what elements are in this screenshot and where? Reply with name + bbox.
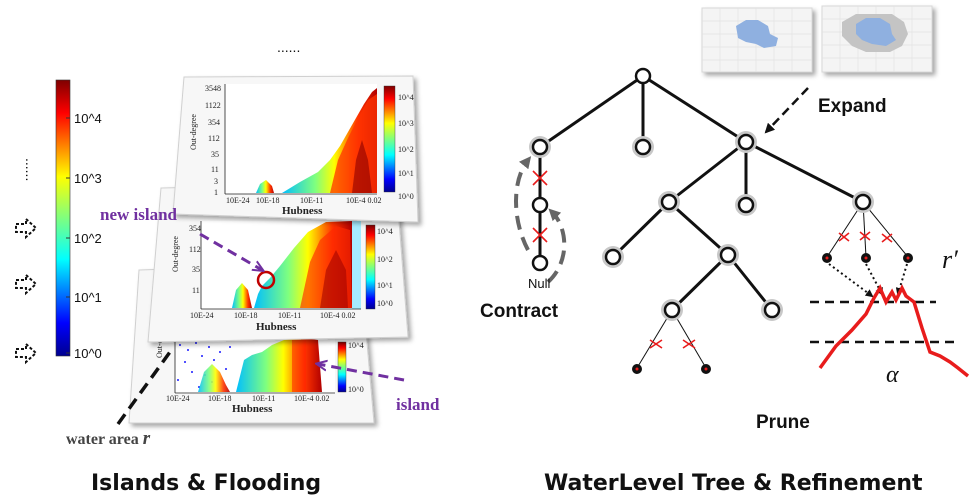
y-tick: 1122 bbox=[205, 101, 221, 110]
right-caption: WaterLevel Tree & Refinement bbox=[544, 471, 923, 496]
left-caption: Islands & Flooding bbox=[91, 471, 321, 496]
top-ellipsis: ...... bbox=[277, 39, 300, 55]
cb-tick: 10^4 bbox=[348, 341, 364, 350]
cb-tick: 10^0 bbox=[398, 192, 414, 201]
colorbar-tick-1e1: 10^1 bbox=[74, 290, 102, 305]
cb-tick: 10^2 bbox=[398, 145, 414, 154]
cb-tick: 10^1 bbox=[398, 169, 414, 178]
y-axis-label: Out-degree bbox=[189, 114, 198, 150]
x-tick: 10E-4 0.02 bbox=[320, 311, 356, 320]
tree-node bbox=[531, 138, 549, 156]
tree-node bbox=[763, 301, 781, 319]
y-tick: 3 bbox=[214, 177, 218, 186]
y-tick: 35 bbox=[211, 150, 219, 159]
x-tick: 10E-18 bbox=[234, 311, 258, 320]
r-prime-label: r′ bbox=[942, 245, 958, 274]
x-tick: 10E-24 bbox=[226, 196, 250, 205]
tree-node bbox=[663, 301, 681, 319]
y-tick: 1 bbox=[214, 188, 218, 197]
cb-tick: 10^4 bbox=[398, 93, 414, 102]
colorbar-tick-1e2: 10^2 bbox=[74, 231, 102, 246]
x-tick: 10E-18 bbox=[208, 394, 232, 403]
cb-tick: 10^2 bbox=[377, 255, 393, 264]
null-label: Null bbox=[528, 276, 551, 291]
right-panel: Expand bbox=[480, 5, 970, 496]
pruned-edges bbox=[636, 201, 909, 369]
y-tick: 354 bbox=[208, 118, 220, 127]
cut-marks bbox=[532, 170, 893, 349]
tree-node bbox=[737, 133, 755, 151]
water-level-lines bbox=[810, 300, 958, 344]
y-tick: 11 bbox=[211, 165, 219, 174]
tree-node bbox=[737, 196, 755, 214]
water-area-label: water area r bbox=[66, 428, 151, 449]
y-tick: 3548 bbox=[205, 84, 221, 93]
tree-edges bbox=[538, 74, 864, 312]
x-tick: 10E-4 0.02 bbox=[346, 196, 382, 205]
y-tick: 35 bbox=[192, 265, 200, 274]
prune-label: Prune bbox=[756, 412, 810, 433]
island-label: island bbox=[396, 395, 440, 414]
new-island-arrow bbox=[199, 232, 262, 270]
dashed-arrow-icon bbox=[15, 272, 38, 296]
tree-node-null bbox=[531, 254, 549, 272]
refinement-curve bbox=[818, 284, 970, 378]
x-tick: 10E-4 0.02 bbox=[294, 394, 330, 403]
side-ellipsis: ...... bbox=[23, 158, 39, 181]
tree-node bbox=[604, 248, 622, 266]
y-tick: 354 bbox=[189, 224, 201, 233]
y-tick: 112 bbox=[208, 134, 220, 143]
y-tick: 11 bbox=[192, 286, 200, 295]
contract-label: Contract bbox=[480, 301, 559, 322]
x-tick: 10E-24 bbox=[190, 311, 214, 320]
tree-node-root bbox=[634, 67, 652, 85]
cb-tick: 10^3 bbox=[398, 119, 414, 128]
y-tick: 112 bbox=[189, 245, 201, 254]
colorbar-tick-1e4: 10^4 bbox=[74, 111, 102, 126]
tree-nodes bbox=[529, 67, 913, 374]
tree-node bbox=[531, 196, 549, 214]
grid-thumbnail-before bbox=[701, 7, 813, 73]
x-axis-label: Hubness bbox=[232, 403, 273, 415]
dashed-arrow-icon bbox=[15, 341, 38, 365]
island-arrow bbox=[318, 364, 405, 382]
x-tick: 10E-18 bbox=[256, 196, 280, 205]
dashed-arrow-icon bbox=[15, 216, 38, 240]
expand-label: Expand bbox=[818, 96, 887, 117]
x-tick: 10E-24 bbox=[166, 394, 190, 403]
tree-node bbox=[719, 246, 737, 264]
cb-tick: 10^0 bbox=[377, 299, 393, 308]
y-axis-label: Out-degree bbox=[171, 236, 180, 272]
tree-node bbox=[660, 193, 678, 211]
heatmap-sheet-middle: 354 112 35 11 Out-degree 10E-24 10E-18 1… bbox=[147, 182, 409, 343]
contract-arrow-down bbox=[546, 208, 567, 284]
x-tick: 10E-11 bbox=[278, 311, 301, 320]
contract-arrow-up bbox=[514, 156, 532, 251]
x-axis-label: Hubness bbox=[256, 321, 297, 333]
heatmap-sheet-top: 3548 1122 354 112 35 11 3 1 Out-degree 1… bbox=[172, 75, 419, 223]
x-tick: 10E-11 bbox=[252, 394, 275, 403]
new-island-marker bbox=[256, 270, 276, 290]
main-colorbar: 10^4 10^3 10^2 10^1 10^0 bbox=[55, 79, 102, 361]
alpha-label: α bbox=[886, 362, 899, 388]
tree-node bbox=[854, 193, 872, 211]
left-panel: 10^4 10^3 10^2 10^1 10^0 ...... ...... bbox=[15, 39, 440, 496]
water-level-line bbox=[116, 350, 172, 426]
grid-thumbnail-after bbox=[821, 5, 933, 73]
x-axis-label: Hubness bbox=[282, 205, 323, 217]
pruned-leaf-arrows bbox=[828, 263, 908, 298]
new-island-label: new island bbox=[100, 205, 178, 224]
tree-node bbox=[634, 138, 652, 156]
cb-tick: 10^4 bbox=[377, 227, 393, 236]
colorbar-tick-1e0: 10^0 bbox=[74, 346, 102, 361]
cb-tick: 10^1 bbox=[377, 281, 393, 290]
colorbar-tick-1e3: 10^3 bbox=[74, 171, 102, 186]
x-tick: 10E-11 bbox=[300, 196, 323, 205]
cb-tick: 10^0 bbox=[348, 385, 364, 394]
expand-arrow bbox=[764, 87, 809, 134]
